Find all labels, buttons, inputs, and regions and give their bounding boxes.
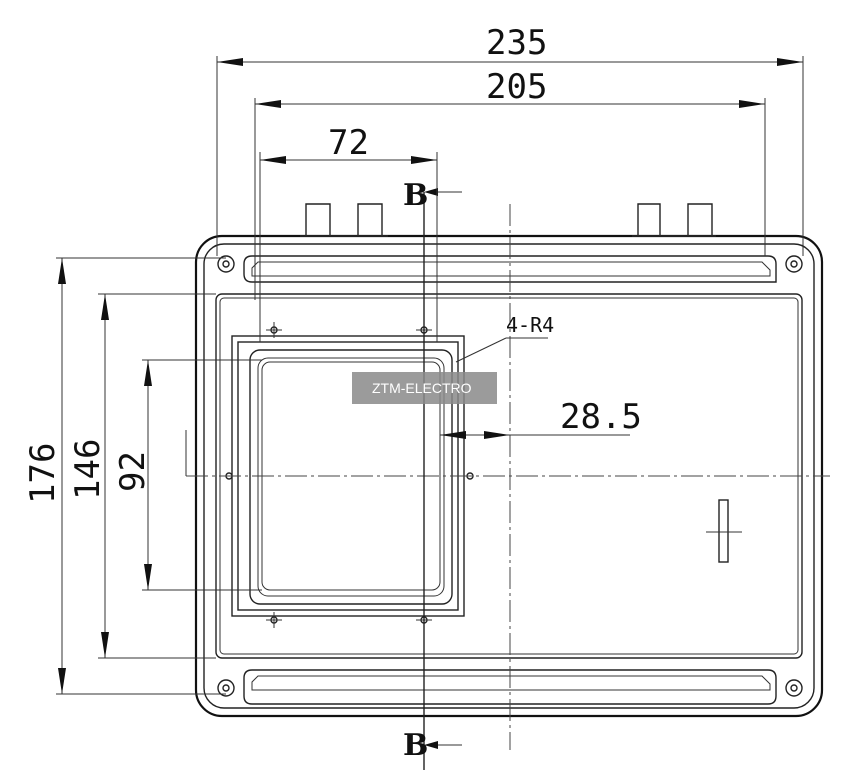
radius-note: 4-R4 <box>455 313 554 363</box>
section-label-top: B <box>403 178 428 213</box>
dim-overall-width: 235 <box>216 23 804 256</box>
dim-overall-height: 176 <box>23 257 226 695</box>
dim-text-176: 176 <box>23 443 63 504</box>
dim-text-72: 72 <box>328 123 369 163</box>
dim-text-92: 92 <box>113 451 153 492</box>
radius-note-text: 4-R4 <box>506 313 554 337</box>
center-lines <box>185 204 830 750</box>
dim-window-height: 92 <box>113 359 262 591</box>
section-line: B B <box>403 178 462 770</box>
dim-inner-width: 205 <box>254 67 766 300</box>
dim-text-205: 205 <box>486 67 547 107</box>
dim-text-28-5: 28.5 <box>560 397 642 437</box>
dim-text-235: 235 <box>486 23 547 63</box>
watermark: ZTM-ELECTRO <box>352 372 497 404</box>
window-screws <box>225 322 474 628</box>
corner-holes <box>217 255 803 697</box>
meter-window <box>225 322 474 628</box>
dim-offset: 28.5 <box>440 397 642 439</box>
top-tabs <box>300 203 716 237</box>
slot-feature <box>706 499 742 563</box>
watermark-text: ZTM-ELECTRO <box>372 380 472 396</box>
dim-window-width: 72 <box>259 123 438 342</box>
dim-inner-height: 146 <box>68 293 216 659</box>
dim-text-146: 146 <box>68 439 108 500</box>
section-label-bottom: B <box>403 728 428 763</box>
